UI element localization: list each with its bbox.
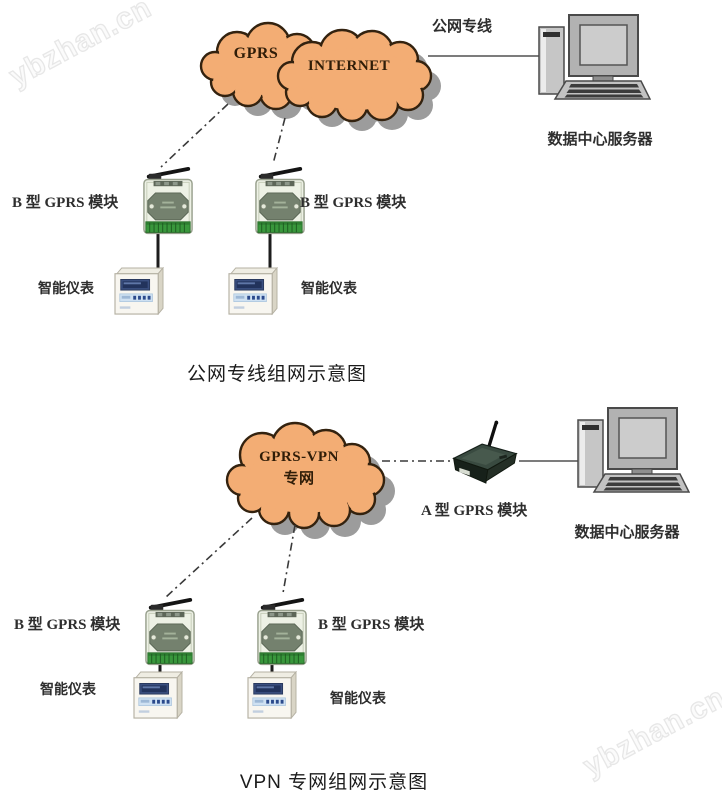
meter-label-top-right: 智能仪表 <box>301 282 357 297</box>
server-label-bottom: 数据中心服务器 <box>574 525 680 541</box>
internet-cloud <box>276 28 433 123</box>
gprs-module-b-top-right <box>254 166 306 236</box>
smart-meter-top-right <box>228 267 278 315</box>
module-b-label-bottom-right: B 型 GPRS 模块 <box>318 617 425 633</box>
public-line-label: 公网专线 <box>432 19 493 35</box>
module-b-label-bottom-left: B 型 GPRS 模块 <box>14 617 121 633</box>
gprs-module-b-bottom-left <box>144 597 196 667</box>
gprs-module-b-top-left <box>142 166 194 236</box>
vpn-cloud-label-line1: GPRS-VPN <box>259 449 339 465</box>
meter-label-top-left: 智能仪表 <box>38 282 94 297</box>
module-b-label-top-right: B 型 GPRS 模块 <box>300 195 407 211</box>
gprs-module-b-bottom-right <box>256 597 308 667</box>
data-center-server-top <box>538 14 651 100</box>
gprs-vpn-cloud <box>225 421 386 530</box>
meter-label-bottom-left: 智能仪表 <box>40 683 96 698</box>
smart-meter-bottom-left <box>133 671 183 719</box>
server-label-top: 数据中心服务器 <box>547 132 653 148</box>
gprs-module-a-router <box>451 420 518 485</box>
wireless-link-bottom-left <box>165 517 253 598</box>
title-top-diagram: 公网专线组网示意图 <box>186 364 367 385</box>
wireless-link-top-right <box>272 117 286 165</box>
module-a-label: A 型 GPRS 模块 <box>421 503 528 519</box>
module-b-label-top-left: B 型 GPRS 模块 <box>12 195 119 211</box>
gprs-cloud-label: GPRS <box>233 45 279 62</box>
wireless-link-top-left <box>160 103 229 168</box>
smart-meter-bottom-right <box>247 671 297 719</box>
wireless-link-bottom-right <box>282 524 296 594</box>
meter-label-bottom-right: 智能仪表 <box>330 692 386 707</box>
title-bottom-diagram: VPN 专网组网示意图 <box>239 772 429 793</box>
internet-cloud-label: INTERNET <box>307 58 391 74</box>
data-center-server-bottom <box>577 407 690 493</box>
smart-meter-top-left <box>114 267 164 315</box>
vpn-cloud-label-line2: 专网 <box>283 471 315 487</box>
